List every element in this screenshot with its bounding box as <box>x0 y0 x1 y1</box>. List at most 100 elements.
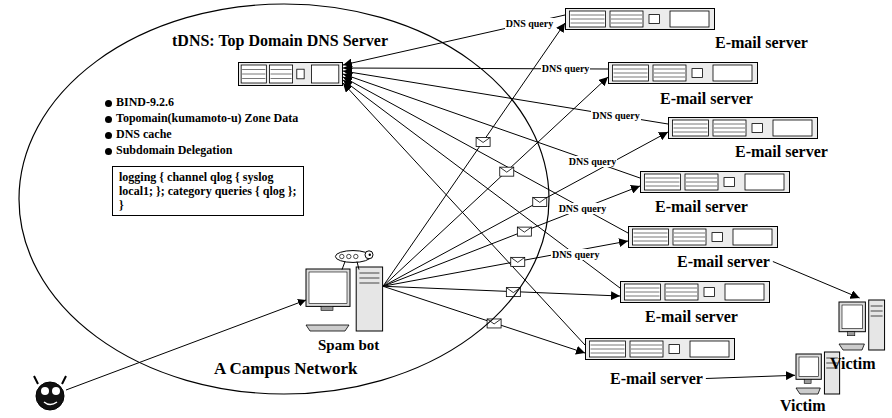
bay-stripe <box>666 288 697 289</box>
bay-stripe <box>242 74 265 75</box>
bullet-item: BIND-9.2.6 <box>116 95 174 109</box>
server-node: E-mail server <box>668 117 885 165</box>
drive-bay <box>665 284 698 300</box>
bot-legs <box>342 262 359 270</box>
bullet-item: Topomain(kumamoto-u) Zone Data <box>116 111 298 125</box>
tower <box>824 352 839 394</box>
network-region: A Campus NetworktDNS: Top Domain DNS Ser… <box>18 3 550 395</box>
envelope-body <box>476 137 490 146</box>
bullet-dot <box>105 148 112 155</box>
connector <box>773 262 860 299</box>
node-label: Victim <box>830 355 876 372</box>
edge-label: DNS query <box>541 63 591 74</box>
keyboard <box>839 344 864 350</box>
envelope-icon <box>511 257 525 266</box>
connector <box>706 375 795 378</box>
attacker-icon <box>34 376 66 410</box>
edge-label: DNS query <box>505 18 555 29</box>
node-label: Victim <box>780 397 826 414</box>
server-icon <box>585 338 735 360</box>
drive-bay <box>570 11 606 27</box>
drive-bay <box>630 341 663 357</box>
bay-stripe <box>242 78 265 79</box>
server-panel <box>670 11 709 27</box>
text-holder: DNS cache <box>116 128 172 142</box>
attacker-horns <box>34 376 66 384</box>
server-button <box>649 15 660 24</box>
bay-stripe <box>666 292 697 293</box>
bay-stripe <box>591 353 625 354</box>
stand <box>321 306 333 310</box>
bay-stripe <box>646 178 680 179</box>
node-label: E-mail server <box>715 34 808 51</box>
bay-stripe <box>686 186 717 187</box>
connector <box>383 286 585 353</box>
server-node: E-mail server <box>628 226 827 275</box>
server-case <box>669 118 818 139</box>
server-panel <box>773 120 812 136</box>
text-holder: E-mail server <box>735 143 828 161</box>
bay-stripe <box>631 345 662 346</box>
attacker-mouth <box>44 402 57 405</box>
envelope-flap <box>517 227 531 232</box>
bay-stripe <box>646 186 680 187</box>
server-case <box>609 63 758 84</box>
bay-stripe <box>714 124 745 125</box>
bay-stripe <box>631 349 662 350</box>
keyboard <box>306 325 349 331</box>
bay-stripe <box>686 182 717 183</box>
envelope-flap <box>511 257 525 262</box>
edge-label: DNS query <box>591 110 641 121</box>
bay-stripe <box>654 77 685 78</box>
text-holder: Subdomain Delegation <box>116 144 232 158</box>
node-label: A Campus Network <box>214 359 358 378</box>
bot-eye <box>369 254 371 256</box>
envelope-flap <box>476 137 490 142</box>
envelope-icon <box>533 197 547 206</box>
bullet-item: Subdomain Delegation <box>116 143 232 157</box>
envelope-flap <box>500 167 514 172</box>
bot-segment <box>340 254 344 258</box>
attacker-eye <box>41 387 49 395</box>
envelope-body <box>487 319 501 328</box>
server-panel <box>725 284 764 300</box>
config-box: logging { channel qlog { syslog local1; … <box>112 166 304 216</box>
server-node: E-mail server <box>608 62 810 112</box>
server-button <box>692 69 703 78</box>
bay-stripe <box>571 19 605 20</box>
node-label: E-mail server <box>677 253 770 270</box>
bay-stripe <box>674 124 708 125</box>
bay-stripe <box>271 69 292 70</box>
bay-stripe <box>631 353 662 354</box>
envelope-icon <box>487 319 501 328</box>
envelope-flap <box>533 197 547 202</box>
drive-bay <box>610 11 643 27</box>
edge-label: DNS query <box>568 156 618 167</box>
envelope-body <box>500 167 514 176</box>
bay-stripe <box>571 23 605 24</box>
envelope-body <box>517 227 531 236</box>
bay-stripe <box>611 15 642 16</box>
drive-slot <box>359 283 379 284</box>
monitor <box>796 354 821 379</box>
bay-stripe <box>666 296 697 297</box>
bay-stripe <box>614 73 648 74</box>
drive-bay <box>241 65 266 83</box>
server-button <box>669 345 680 354</box>
bot-segment <box>354 254 358 258</box>
server-button <box>712 233 723 242</box>
bay-stripe <box>611 19 642 20</box>
keyboard <box>796 388 820 394</box>
text-holder: Spam bot <box>318 337 379 354</box>
bay-stripe <box>674 233 705 234</box>
server-node: E-mail server <box>565 8 865 56</box>
bay-stripe <box>626 288 660 289</box>
text-holder: Victim <box>780 397 826 415</box>
server-node: E-mail server <box>585 338 760 392</box>
drive-slot <box>826 358 838 359</box>
server-icon <box>608 62 758 84</box>
text-holder: E-mail server <box>715 34 808 52</box>
server-panel <box>745 174 784 190</box>
bot-segment <box>347 254 351 258</box>
bay-stripe <box>614 69 648 70</box>
